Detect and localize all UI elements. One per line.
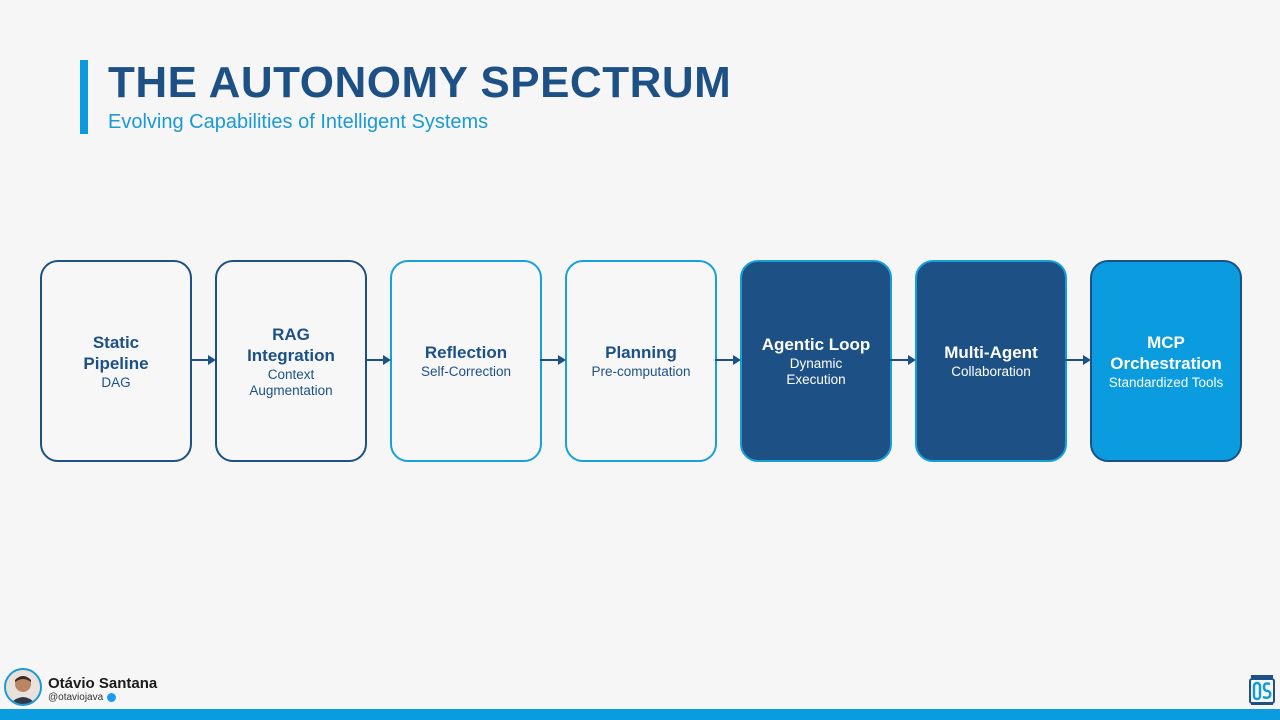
stage-reflection: Reflection Self-Correction [390, 260, 542, 462]
author-handle-text: @otaviojava [48, 692, 103, 703]
os-logo-icon [1249, 674, 1275, 706]
arrow-icon [1065, 355, 1091, 365]
arrow-icon [190, 355, 216, 365]
arrow-icon [540, 355, 566, 365]
stage-description: Pre-computation [591, 364, 690, 380]
stage-name: Multi-Agent [944, 342, 1037, 363]
page-title: THE AUTONOMY SPECTRUM [108, 58, 731, 108]
stage-name: Planning [605, 342, 677, 363]
arrow-icon [715, 355, 741, 365]
avatar [4, 668, 42, 706]
arrow-icon [365, 355, 391, 365]
stage-description: DAG [101, 375, 130, 391]
stage-description: Collaboration [951, 364, 1031, 380]
arrow-icon [890, 355, 916, 365]
title-accent-bar [80, 60, 88, 134]
stage-description: Self-Correction [421, 364, 511, 380]
author-name: Otávio Santana [48, 675, 157, 692]
bottom-accent-bar [0, 709, 1280, 720]
page-subtitle: Evolving Capabilities of Intelligent Sys… [108, 111, 488, 134]
verified-icon [107, 693, 116, 702]
stage-description: Standardized Tools [1109, 375, 1224, 391]
stage-name: Reflection [425, 342, 507, 363]
stage-multi-agent: Multi-Agent Collaboration [915, 260, 1067, 462]
stage-planning: Planning Pre-computation [565, 260, 717, 462]
stage-name: Agentic Loop [762, 334, 871, 355]
author-handle: @otaviojava [48, 692, 116, 703]
